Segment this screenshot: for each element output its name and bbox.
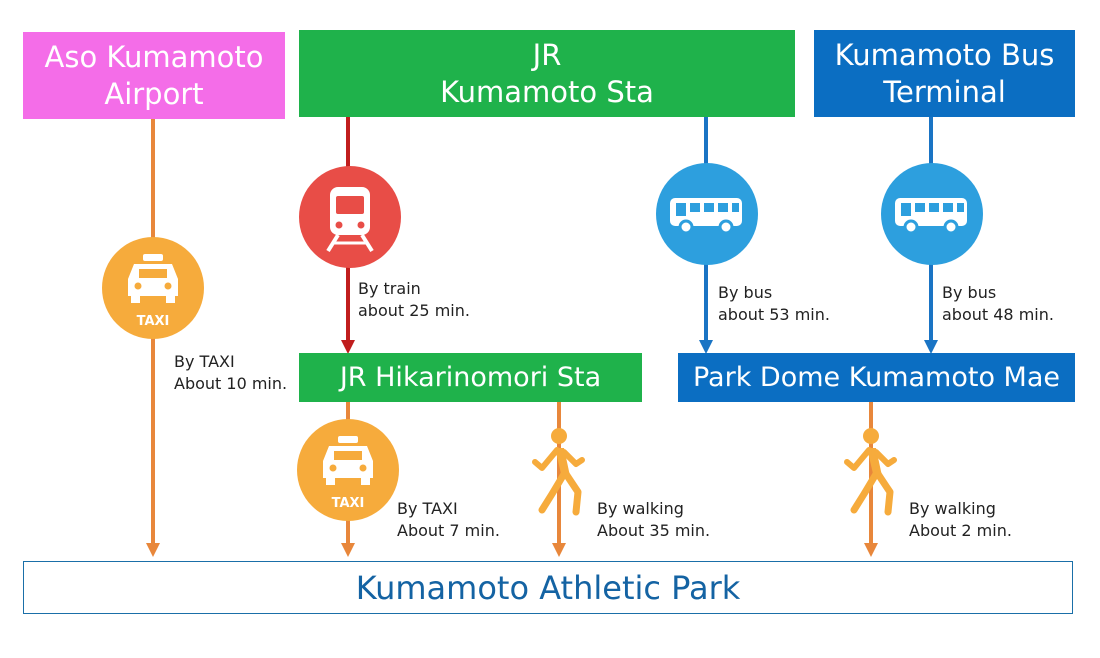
origin-title-line: Airport xyxy=(104,76,204,111)
arrowhead-jr-train xyxy=(341,340,355,354)
train-icon xyxy=(299,166,401,268)
origin-title-line: JR xyxy=(532,38,562,73)
walking-icon xyxy=(532,428,585,516)
destination-label: Kumamoto Athletic Park xyxy=(355,568,741,607)
stop-label: Park Dome Kumamoto Mae xyxy=(692,361,1061,393)
route-time: about 53 min. xyxy=(718,305,830,324)
taxi-icon-label: TAXI xyxy=(137,314,170,329)
origin-title-line: Aso Kumamoto xyxy=(44,40,264,75)
taxi-icon-label: TAXI xyxy=(332,496,365,511)
route-mode: By TAXI xyxy=(397,499,458,518)
route-caption-jr-train: By train about 25 min. xyxy=(358,278,470,322)
arrowhead-airport-taxi xyxy=(146,543,160,557)
taxi-icon: TAXI xyxy=(102,237,204,339)
stop-jr-hikarinomori-sta: JR Hikarinomori Sta xyxy=(299,353,642,402)
route-mode: By bus xyxy=(942,283,997,302)
route-caption-terminal-bus: By bus about 48 min. xyxy=(942,282,1054,326)
arrowhead-terminal-bus xyxy=(924,340,938,354)
origin-title-line: Terminal xyxy=(883,74,1006,109)
route-caption-hikari-taxi: By TAXI About 7 min. xyxy=(397,498,500,542)
route-caption-airport-taxi: By TAXI About 10 min. xyxy=(174,351,287,395)
origin-jr-kumamoto-sta: JR Kumamoto Sta xyxy=(299,30,795,117)
stop-label: JR Hikarinomori Sta xyxy=(339,361,602,393)
route-mode: By bus xyxy=(718,283,773,302)
walking-icon xyxy=(844,428,897,516)
route-caption-dome-walk: By walking About 2 min. xyxy=(909,498,1012,542)
arrowhead-hikari-taxi xyxy=(341,543,355,557)
stop-park-dome-kumamoto-mae: Park Dome Kumamoto Mae xyxy=(678,353,1075,402)
route-caption-jr-bus: By bus about 53 min. xyxy=(718,282,830,326)
arrowhead-dome-walk xyxy=(864,543,878,557)
taxi-icon: TAXI xyxy=(297,419,399,521)
route-time: about 48 min. xyxy=(942,305,1054,324)
route-mode: By train xyxy=(358,279,421,298)
bus-icon xyxy=(881,163,983,265)
origin-title-line: Kumamoto Sta xyxy=(440,74,654,109)
route-mode: By walking xyxy=(597,499,684,518)
route-time: About 7 min. xyxy=(397,521,500,540)
origin-kumamoto-bus-terminal: Kumamoto Bus Terminal xyxy=(814,30,1075,117)
route-time: about 25 min. xyxy=(358,301,470,320)
destination-kumamoto-athletic-park: Kumamoto Athletic Park xyxy=(23,561,1073,614)
arrowhead-jr-bus xyxy=(699,340,713,354)
origin-aso-kumamoto-airport: Aso Kumamoto Airport xyxy=(23,32,285,119)
route-caption-hikari-walk: By walking About 35 min. xyxy=(597,498,710,542)
route-time: About 10 min. xyxy=(174,374,288,393)
route-mode: By walking xyxy=(909,499,996,518)
route-mode: By TAXI xyxy=(174,352,235,371)
route-time: About 2 min. xyxy=(909,521,1012,540)
route-time: About 35 min. xyxy=(597,521,711,540)
bus-icon xyxy=(656,163,758,265)
origin-title-line: Kumamoto Bus xyxy=(834,38,1055,73)
arrowhead-hikari-walk xyxy=(552,543,566,557)
